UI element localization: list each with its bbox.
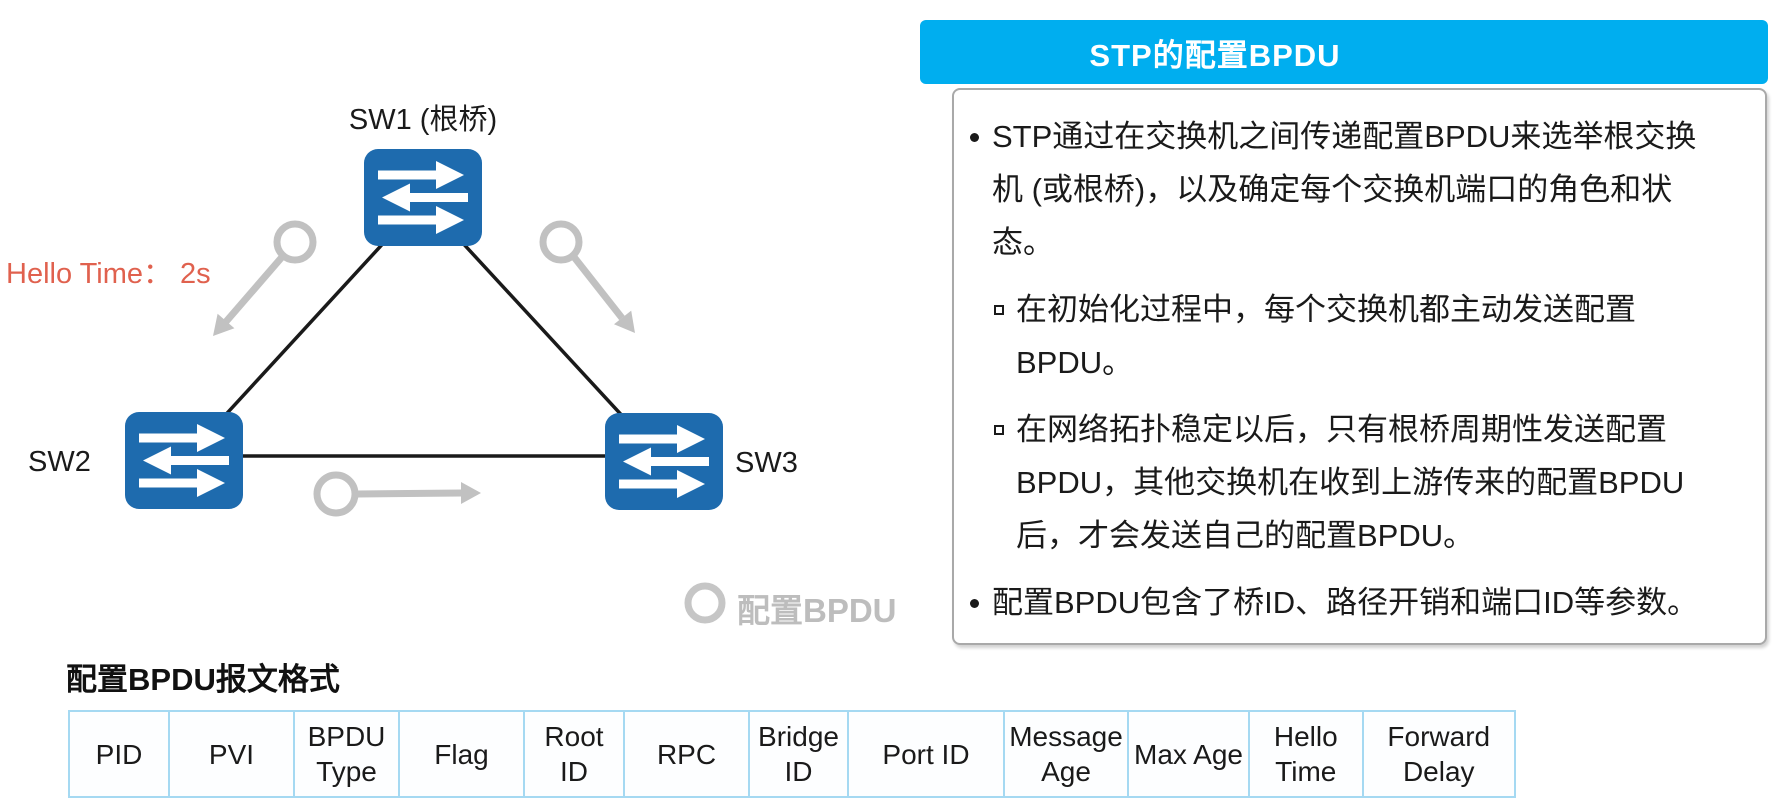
bpdu-field-label: Port ID xyxy=(882,738,970,770)
bpdu-field-label: Hello Time xyxy=(1273,721,1338,787)
bpdu-field-label: Root ID xyxy=(544,721,604,787)
bullet-text: 在初始化过程中，每个交换机都主动发送配置 BPDU。 xyxy=(1016,292,1636,380)
sw3-label: SW3 xyxy=(735,447,798,479)
bpdu-field-cell: PID xyxy=(70,712,170,796)
bpdu-field-label: Max Age xyxy=(1134,738,1243,770)
bpdu-arrow-sw1-to-sw3 xyxy=(539,220,635,333)
bpdu-field-label: RPC xyxy=(656,738,717,770)
bpdu-arrow-sw2-to-sw3 xyxy=(313,471,481,517)
bpdu-field-cell: Port ID xyxy=(849,712,1005,796)
bpdu-field-cell: Hello Time xyxy=(1250,712,1364,796)
bpdu-field-cell: RPC xyxy=(625,712,750,796)
panel-body: STP通过在交换机之间传递配置BPDU来选举根交换 机 (或根桥)，以及确定每个… xyxy=(952,88,1767,645)
bpdu-field-label: PID xyxy=(95,738,143,770)
sw2-label: SW2 xyxy=(28,446,91,478)
bpdu-field-label: Message Age xyxy=(1009,721,1123,787)
sw2-switch-icon xyxy=(125,412,243,509)
bpdu-field-cell: Bridge ID xyxy=(750,712,849,796)
bpdu-format-table: PID PVI BPDU Type Flag Root ID RPC Bri xyxy=(68,710,1516,798)
bullet-marker-icon xyxy=(994,305,1004,315)
sw1-label: SW1 (根桥) xyxy=(348,104,498,136)
sw3-switch-icon xyxy=(605,413,723,510)
bullet-marker-icon xyxy=(970,599,979,608)
bpdu-field-label: BPDU Type xyxy=(307,721,386,787)
bullet-text: 在网络拓扑稳定以后，只有根桥周期性发送配置 BPDU，其他交换机在收到上游传来的… xyxy=(1016,412,1685,553)
bullet-item: 配置BPDU包含了桥ID、路径开销和端口ID等参数。 xyxy=(962,576,1747,629)
bpdu-field-label: Forward Delay xyxy=(1387,721,1491,787)
bpdu-field-cell: Flag xyxy=(400,712,525,796)
bullet-marker-icon xyxy=(970,133,979,142)
bpdu-arrow-sw1-to-sw2 xyxy=(213,220,317,336)
panel-title: STP的配置BPDU xyxy=(1089,37,1341,73)
bpdu-field-cell: PVI xyxy=(170,712,295,796)
panel-header: STP的配置BPDU xyxy=(920,20,1768,84)
bullet-item: 在初始化过程中，每个交换机都主动发送配置 BPDU。 xyxy=(962,283,1747,389)
legend-bpdu-circle-icon xyxy=(684,582,726,624)
bpdu-field-cell: Forward Delay xyxy=(1364,712,1514,796)
bpdu-field-label: Bridge ID xyxy=(758,721,839,787)
bpdu-table-title: 配置BPDU报文格式 xyxy=(66,662,340,697)
stp-topology-diagram xyxy=(125,149,726,624)
bpdu-field-cell: Root ID xyxy=(525,712,625,796)
sw1-switch-icon xyxy=(364,149,482,246)
bullet-text: STP通过在交换机之间传递配置BPDU来选举根交换 机 (或根桥)，以及确定每个… xyxy=(992,119,1697,260)
bullet-item: 在网络拓扑稳定以后，只有根桥周期性发送配置 BPDU，其他交换机在收到上游传来的… xyxy=(962,403,1747,562)
bullet-text: 配置BPDU包含了桥ID、路径开销和端口ID等参数。 xyxy=(992,585,1699,620)
bpdu-field-label: PVI xyxy=(208,738,255,770)
bullet-item: STP通过在交换机之间传递配置BPDU来选举根交换 机 (或根桥)，以及确定每个… xyxy=(962,110,1747,269)
bpdu-field-label: Flag xyxy=(434,738,489,770)
bpdu-field-cell: BPDU Type xyxy=(295,712,400,796)
legend-bpdu-label: 配置BPDU xyxy=(737,592,897,629)
bpdu-field-cell: Message Age xyxy=(1005,712,1129,796)
bpdu-field-cell: Max Age xyxy=(1129,712,1250,796)
hello-time-annotation: Hello Time： 2s xyxy=(6,258,211,290)
bullet-marker-icon xyxy=(994,425,1004,435)
